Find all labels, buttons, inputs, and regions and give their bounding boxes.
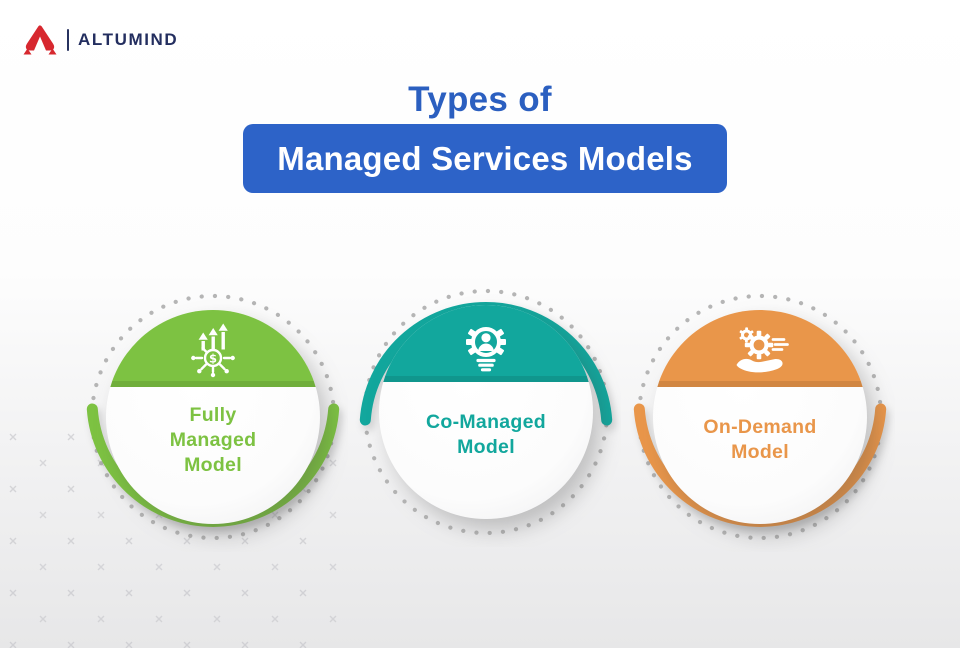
brand-logo: ALTUMIND: [22, 24, 178, 56]
page-title-main: Managed Services Models: [277, 139, 693, 177]
card-on-demand-model: On-Demand Model: [625, 282, 895, 552]
card-label: Co-Managed Model: [426, 411, 546, 458]
card-graphic: [633, 293, 887, 541]
svg-text:$: $: [209, 351, 217, 365]
card-label: Fully Managed Model: [169, 403, 257, 476]
card-graphic: $: [86, 293, 340, 541]
altumind-logo-icon: [23, 25, 57, 55]
page-title-top: Types of: [408, 80, 552, 119]
hand-gears-icon: [736, 327, 789, 373]
person-gear-idea-icon: [466, 327, 506, 372]
card-fully-managed-model: $ Fully Managed Model: [78, 282, 348, 552]
profit-growth-icon: $: [191, 323, 235, 378]
card-label: On-Demand Model: [703, 416, 817, 463]
card-graphic: [359, 288, 613, 536]
logo-divider: [67, 29, 69, 51]
card-co-managed-model: Co-Managed Model: [351, 277, 621, 547]
brand-name: ALTUMIND: [78, 30, 179, 49]
title-banner: Managed Services Models: [243, 124, 727, 193]
